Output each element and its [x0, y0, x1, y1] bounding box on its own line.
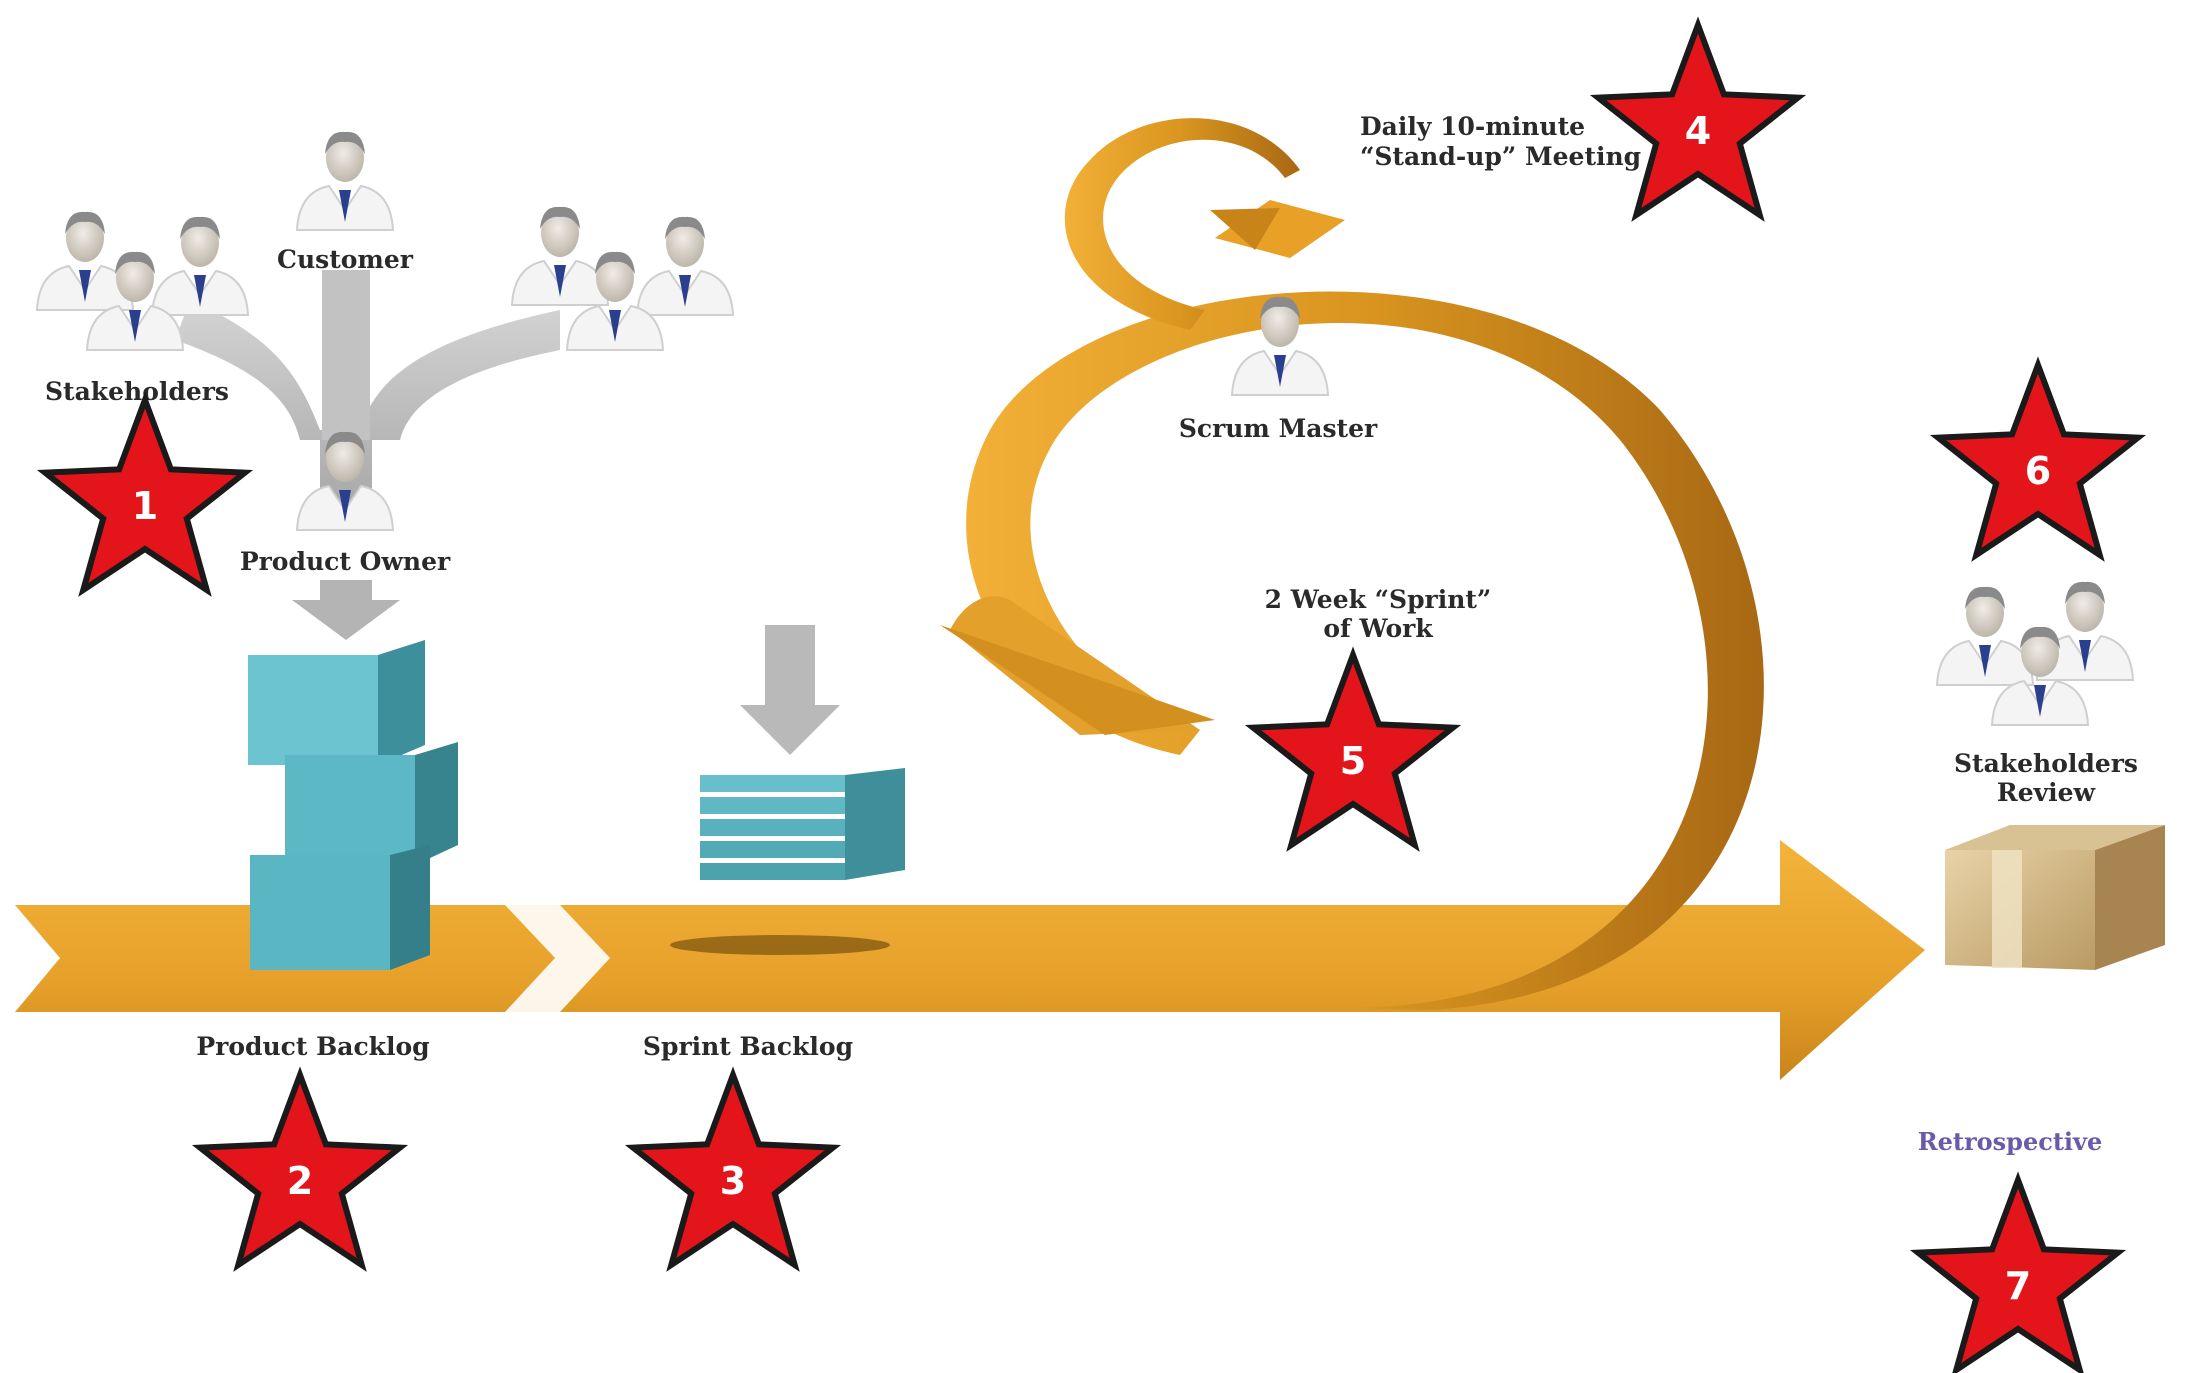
sprint-flow-arrow [15, 840, 1925, 1080]
product-owner-icon [296, 430, 394, 531]
sprint-loop-arrow [940, 291, 1764, 1011]
star-marker-4-number: 4 [1685, 109, 1711, 153]
sprint-backlog-stack [700, 768, 905, 880]
daily-meeting-label-line1: Daily 10-minute [1360, 112, 1585, 141]
star-marker-7-number: 7 [2005, 1264, 2031, 1308]
daily-standup-loop [1064, 118, 1345, 330]
star-marker-1-icon: 1 [36, 391, 254, 597]
product-owner-label: Product Owner [240, 547, 451, 576]
sprint-label-line1: 2 Week “Sprint” [1265, 585, 1492, 614]
scrum-master-label: Scrum Master [1179, 414, 1378, 443]
sprint-label-line2: of Work [1323, 614, 1433, 643]
star-marker-3-number: 3 [720, 1159, 746, 1203]
star-marker-5-icon: 5 [1244, 646, 1462, 852]
daily-meeting-label-line2: “Stand-up” Meeting [1360, 142, 1641, 171]
star-marker-6-icon: 6 [1929, 356, 2147, 562]
star-marker-1-number: 1 [132, 484, 158, 528]
product-increment-box-icon [1945, 825, 2165, 970]
star-marker-2-number: 2 [287, 1159, 313, 1203]
stakeholders-label: Stakeholders [45, 377, 229, 406]
customer-label: Customer [277, 245, 414, 274]
star-marker-2-icon: 2 [191, 1066, 409, 1272]
stakeholder-funnel [175, 270, 840, 755]
star-marker-3-icon: 3 [624, 1066, 842, 1272]
star-marker-6-number: 6 [2025, 449, 2051, 493]
review-stakeholders-icon [1936, 580, 2134, 726]
star-marker-4-icon: 4 [1589, 16, 1807, 222]
retrospective-label: Retrospective [1918, 1127, 2103, 1156]
star-marker-7-icon: 7 [1909, 1171, 2127, 1373]
customer-icon [296, 130, 394, 231]
review-label-line2: Review [1997, 778, 2097, 807]
review-label-line1: Stakeholders [1954, 749, 2138, 778]
star-marker-5-number: 5 [1340, 739, 1366, 783]
product-backlog-blocks [248, 640, 458, 970]
product-backlog-label: Product Backlog [196, 1032, 429, 1061]
sprint-backlog-label: Sprint Backlog [643, 1032, 853, 1061]
